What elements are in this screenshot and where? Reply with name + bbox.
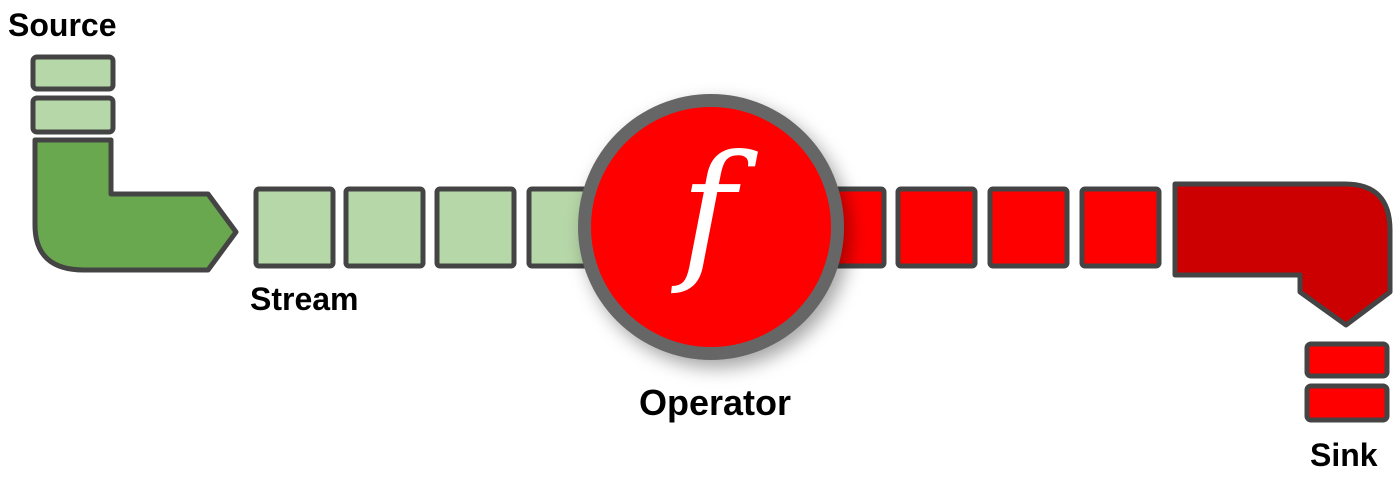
source-label: Source	[8, 7, 116, 43]
input-stream-block	[343, 186, 426, 269]
output-stream-block	[987, 186, 1070, 269]
stream-label: Stream	[250, 281, 359, 317]
sink-pipe	[1172, 181, 1393, 328]
sink-label: Sink	[1310, 437, 1378, 473]
source-block	[30, 54, 116, 92]
sink-queue	[1304, 341, 1390, 423]
input-stream-block	[434, 186, 517, 269]
output-stream-block	[895, 186, 978, 269]
source-pipe	[32, 137, 239, 273]
input-stream	[253, 186, 609, 269]
source-block	[30, 95, 116, 135]
output-stream	[805, 186, 1162, 269]
sink-block	[1304, 383, 1390, 423]
operator-label: Operator	[639, 382, 791, 423]
source-queue	[30, 54, 116, 135]
output-stream-block	[1079, 186, 1162, 269]
input-stream-block	[253, 186, 336, 269]
operator-node: f	[578, 94, 844, 360]
sink-block	[1304, 341, 1390, 379]
operator-core	[591, 107, 831, 347]
